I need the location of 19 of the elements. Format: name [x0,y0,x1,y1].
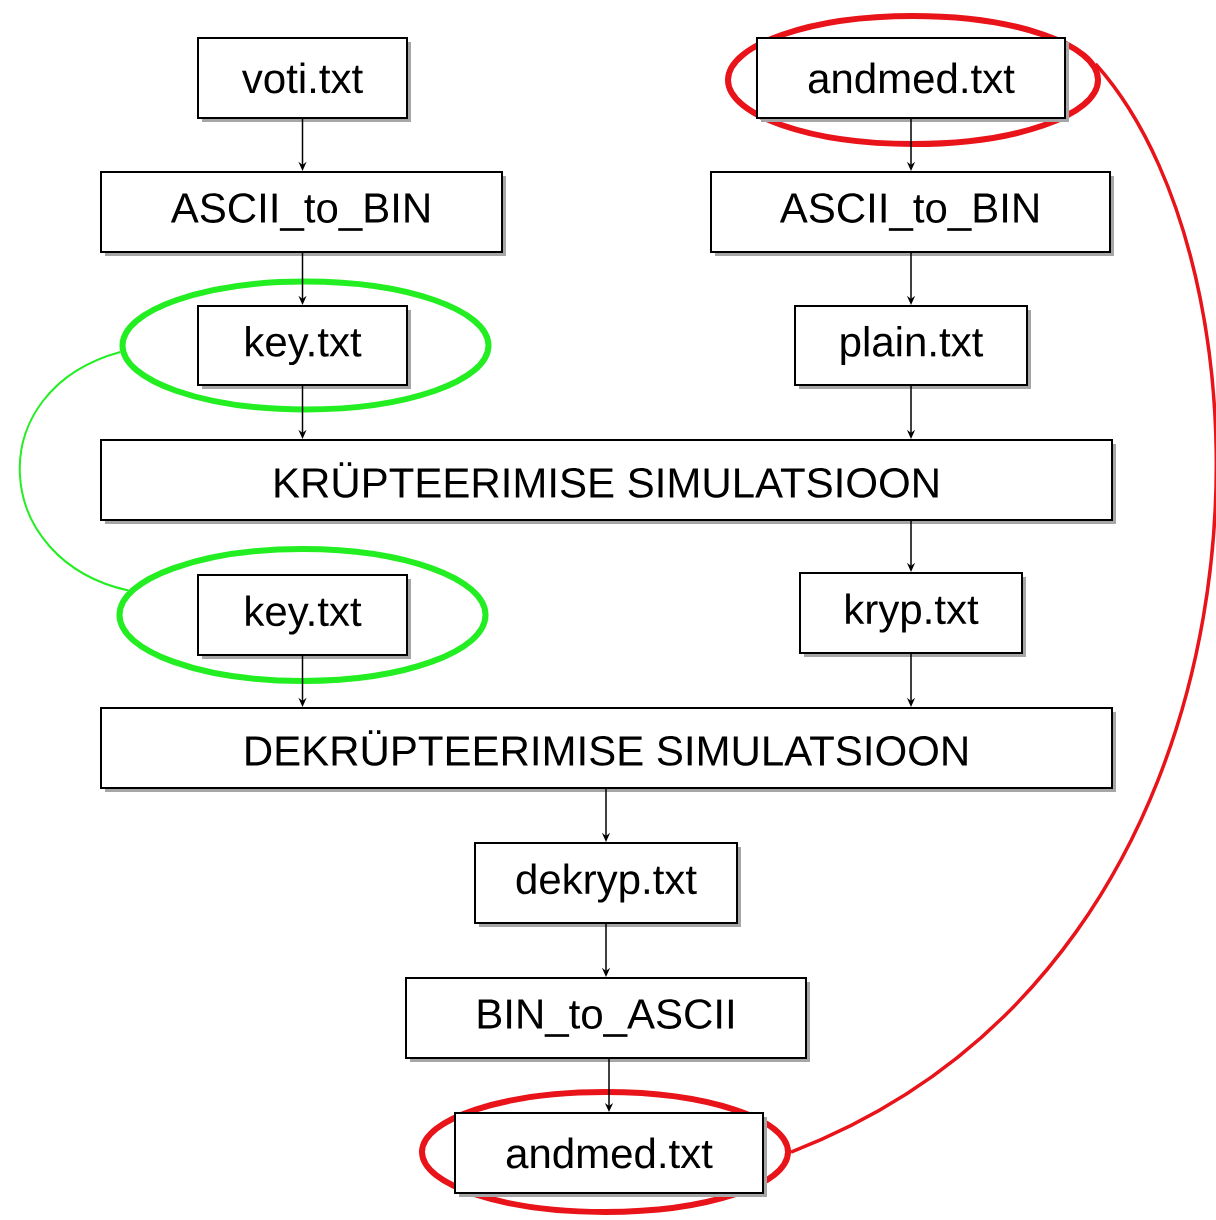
process-box: ASCII_to_BIN [100,171,506,256]
process-box: andmed.txt [454,1112,767,1197]
process-box: voti.txt [197,37,411,122]
curved-line [790,63,1216,1154]
curved-line [18,350,130,592]
process-box: DEKRÜPTEERIMISE SIMULATSIOON [100,707,1116,792]
process-box: dekryp.txt [474,842,741,927]
highlight-ellipse [116,546,489,684]
process-box: andmed.txt [756,37,1069,122]
process-box: key.txt [197,574,411,659]
process-box: kryp.txt [799,572,1026,657]
highlight-ellipse [119,278,492,413]
process-box: key.txt [197,305,411,389]
process-box: BIN_to_ASCII [405,977,810,1062]
highlight-ellipse [725,13,1101,147]
process-box: plain.txt [794,305,1031,389]
process-box: KRÜPTEERIMISE SIMULATSIOON [100,439,1116,524]
process-box: ASCII_to_BIN [710,171,1114,256]
highlight-ellipse [419,1089,791,1215]
